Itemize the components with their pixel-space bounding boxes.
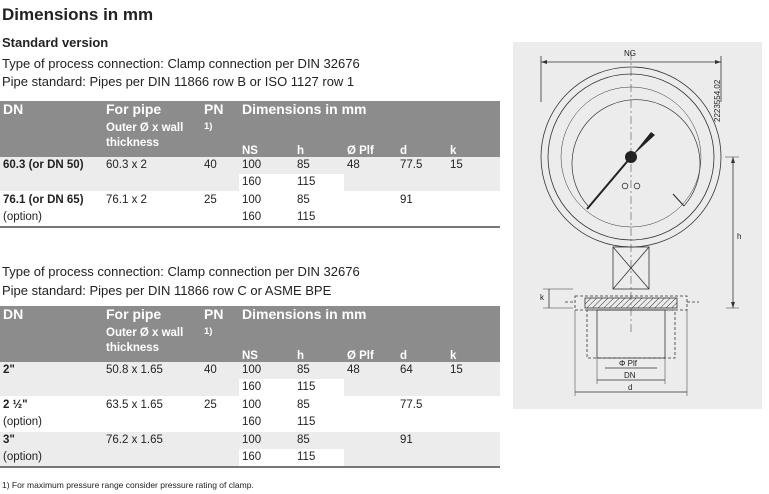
col-d: d [397,121,447,157]
drawing-label-plf: Φ Plf [619,359,637,368]
col-plf: Ø Plf [344,121,397,157]
col-dn: DN [0,306,103,326]
drawing-label-h: h [737,232,742,241]
drawing-label-k: k [540,293,544,302]
dimensions-table-2: DN For pipe PN Dimensions in mm Outer Ø … [0,306,500,468]
drawing-doc-number: 2223554.02 [713,79,722,122]
col-ns: NS [239,121,294,157]
pn-note: 1) [201,121,239,157]
dimensions-table-1: DN For pipe PN Dimensions in mm Outer Ø … [0,101,500,228]
table-row: 60.3 (or DN 50) 60.3 x 2 40 100 85 48 77… [0,157,500,174]
col-ns: NS [239,326,294,362]
drawing-label-dn: DN [624,371,636,380]
col-k: k [447,326,500,362]
col-plf: Ø Plf [344,326,397,362]
col-dimensions: Dimensions in mm [239,306,500,326]
pn-note: 1) [201,326,239,362]
table-row: (option) 160 115 [0,414,500,432]
table-row: (option) 160 115 [0,449,500,468]
table-row: 2" 50.8 x 1.65 40 100 85 48 64 15 [0,362,500,379]
col-h: h [294,121,344,157]
table-row: 3" 76.2 x 1.65 100 85 91 [0,431,500,449]
col-pn: PN [201,101,239,121]
section1-connection: Type of process connection: Clamp connec… [2,56,360,71]
table-row: 160 115 [0,174,500,192]
section1-pipe-standard: Pipe standard: Pipes per DIN 11866 row B… [2,74,355,89]
col-dimensions: Dimensions in mm [239,101,500,121]
gauge-drawing: NG h k Φ Plf DN d 2223554.02 [513,42,762,409]
col-for-pipe: For pipe [103,306,201,326]
col-dn: DN [0,101,103,121]
col-pn: PN [201,306,239,326]
col-h: h [294,326,344,362]
page-subtitle: Standard version [2,35,109,50]
table-row: 2 ½" 63.5 x 1.65 25 100 85 77.5 [0,396,500,414]
col-outer-wall: Outer Ø x wall thickness [103,326,201,362]
page-title: Dimensions in mm [2,5,154,24]
drawing-label-ng: NG [624,49,636,58]
footnote: 1) For maximum pressure range consider p… [2,480,254,490]
drawing-label-d: d [628,383,633,392]
table-row: (option) 160 115 [0,209,500,228]
table-row: 76.1 (or DN 65) 76.1 x 2 25 100 85 91 [0,191,500,209]
col-for-pipe: For pipe [103,101,201,121]
table-row: 160 115 [0,379,500,397]
col-d: d [397,326,447,362]
col-k: k [447,121,500,157]
section2-pipe-standard: Pipe standard: Pipes per DIN 11866 row C… [2,283,332,298]
col-outer-wall: Outer Ø x wall thickness [103,121,201,157]
section2-connection: Type of process connection: Clamp connec… [2,264,360,279]
